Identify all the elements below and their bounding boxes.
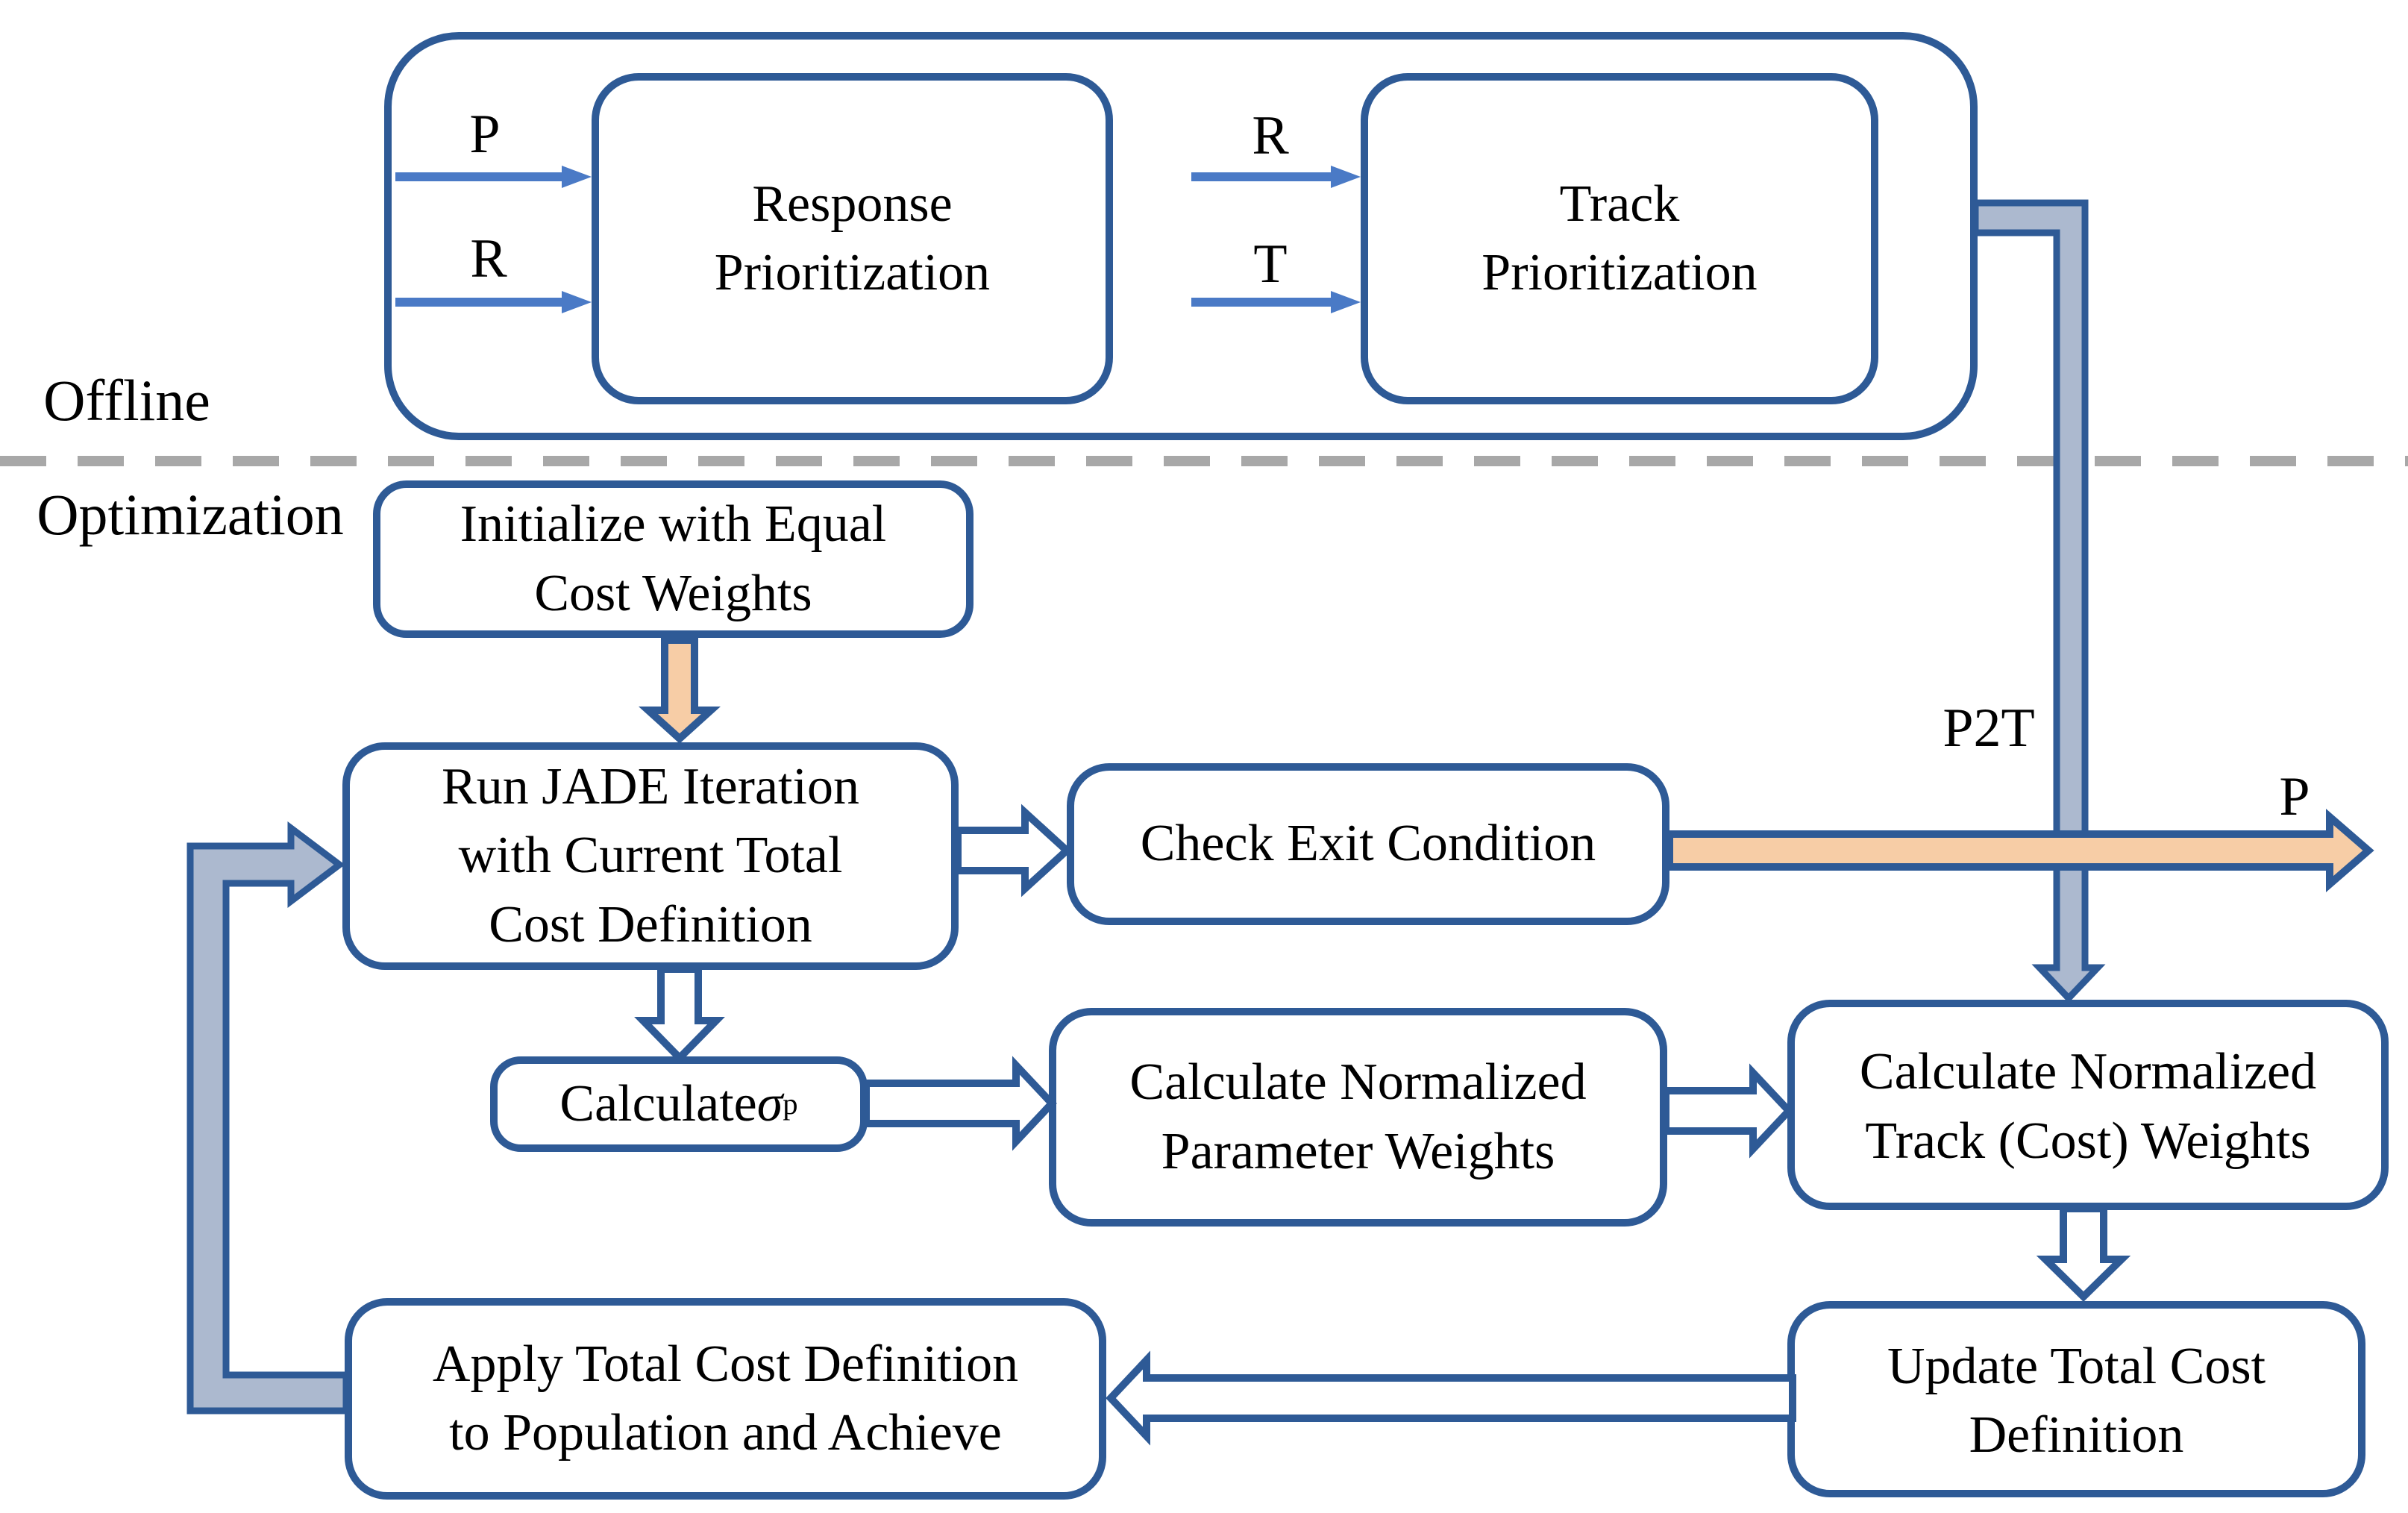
offline-section-label: Offline	[43, 368, 210, 433]
calculate-sigma-prefix: Calculate	[559, 1074, 757, 1133]
r2-input-label: R	[1252, 104, 1289, 166]
sigma-symbol: σ	[756, 1074, 783, 1133]
track-weights-label: Calculate Normalized Track (Cost) Weight…	[1859, 1043, 2317, 1170]
r-input-label: R	[470, 228, 507, 289]
apply-cost-label: Apply Total Cost Definition to Populatio…	[432, 1335, 1019, 1462]
optimization-section-label: Optimization	[37, 482, 344, 547]
p-input-label: P	[469, 103, 501, 165]
initialize-to-runjade-arrow	[639, 636, 721, 744]
r2-input-arrow	[1191, 166, 1361, 188]
p2t-down-arrow	[1972, 199, 2106, 1003]
track-prioritization-label: Track Prioritization	[1482, 175, 1758, 301]
runjade-to-checkexit-arrow	[954, 804, 1073, 898]
run-jade-label: Run JADE Iteration with Current Total Co…	[442, 757, 859, 953]
p-input-arrow	[395, 166, 592, 188]
sigma-to-paramweights-arrow	[862, 1056, 1057, 1151]
runjade-to-sigma-arrow	[634, 965, 725, 1064]
r-input-arrow	[395, 291, 592, 313]
sigma-subscript: p	[783, 1087, 798, 1121]
paramweights-to-trackweights-arrow	[1662, 1063, 1794, 1159]
initialize-box	[373, 480, 973, 638]
t-input-label: T	[1253, 233, 1288, 295]
initialize-label: Initialize with Equal Cost Weights	[460, 495, 887, 622]
update-to-apply-arrow	[1106, 1350, 1796, 1446]
track-prioritization-box	[1361, 73, 1878, 404]
t-input-arrow	[1191, 291, 1361, 313]
checkexit-to-p-out-arrow	[1666, 809, 2374, 892]
response-prioritization-label: Response Prioritization	[714, 175, 991, 301]
trackweights-to-update-arrow	[2036, 1205, 2131, 1303]
p2t-edge-label: P2T	[1943, 697, 2035, 759]
parameter-weights-label: Calculate Normalized Parameter Weights	[1129, 1053, 1587, 1180]
check-exit-label: Check Exit Condition	[1140, 815, 1596, 873]
update-cost-label: Update Total Cost Definition	[1887, 1337, 2266, 1464]
loop-back-arrow	[186, 821, 350, 1415]
p-output-label: P	[2279, 765, 2310, 827]
response-prioritization-box	[592, 73, 1113, 404]
